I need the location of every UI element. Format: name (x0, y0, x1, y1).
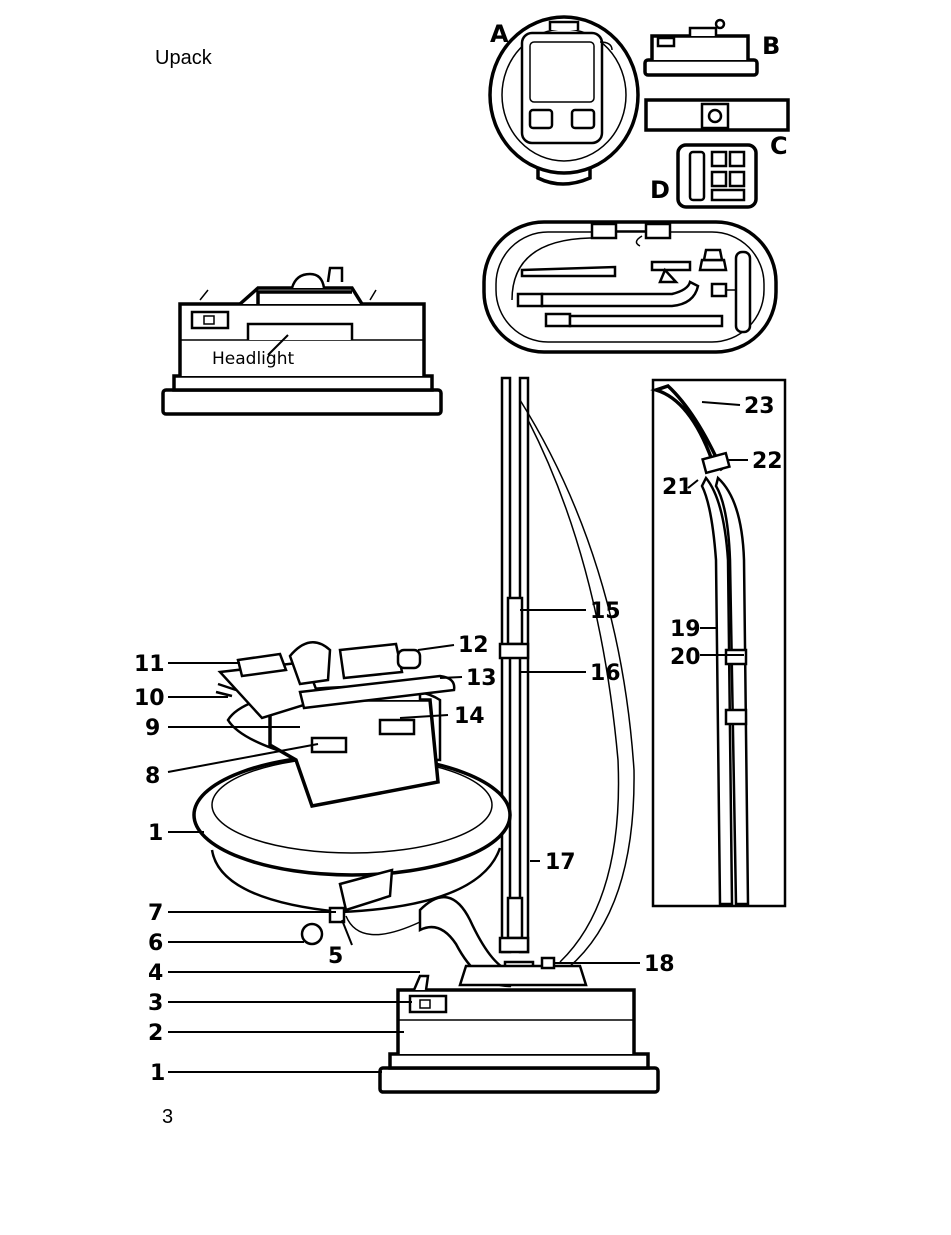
part-label-3: 3 (148, 991, 163, 1016)
letter-d: D (650, 176, 670, 204)
part-label-11: 11 (134, 652, 165, 677)
letter-c: C (770, 132, 788, 160)
accessory-tray (484, 222, 776, 352)
part-label-17: 17 (545, 850, 576, 875)
accessory-d-cassette (678, 145, 756, 207)
part-number-labels: 11 10 9 8 1 7 6 4 3 2 1 5 12 13 14 15 16… (134, 394, 783, 1086)
headlight-nozzle: Headlight (163, 268, 441, 414)
part-label-20: 20 (670, 645, 701, 670)
part-label-21: 21 (662, 475, 693, 500)
part-label-9: 9 (145, 716, 160, 741)
accessory-c-filter-plate (646, 100, 788, 130)
part-label-8: 8 (145, 764, 160, 789)
part-label-14: 14 (454, 704, 485, 729)
part-label-7: 7 (148, 901, 163, 926)
part-label-13: 13 (466, 666, 497, 691)
part-label-2: 2 (148, 1021, 163, 1046)
part-label-23: 23 (744, 394, 775, 419)
part-label-16: 16 (590, 661, 621, 686)
part-label-1-nozzle: 1 (150, 1061, 165, 1086)
letter-a: A (490, 20, 509, 48)
part-label-18: 18 (644, 952, 675, 977)
accessory-b-nozzle (645, 20, 757, 75)
part-label-19: 19 (670, 617, 701, 642)
accessory-a-canister-top (490, 17, 638, 184)
letter-b: B (762, 32, 780, 60)
part-label-5: 5 (328, 944, 343, 969)
part-label-4: 4 (148, 961, 163, 986)
part-label-15: 15 (590, 599, 621, 624)
power-nozzle-base (380, 958, 658, 1092)
headlight-label: Headlight (212, 349, 294, 369)
part-label-12: 12 (458, 633, 489, 658)
canister-assembly (194, 642, 516, 986)
part-label-10: 10 (134, 686, 165, 711)
part-label-22: 22 (752, 449, 783, 474)
part-label-1-canister: 1 (148, 821, 163, 846)
part-label-6: 6 (148, 931, 163, 956)
